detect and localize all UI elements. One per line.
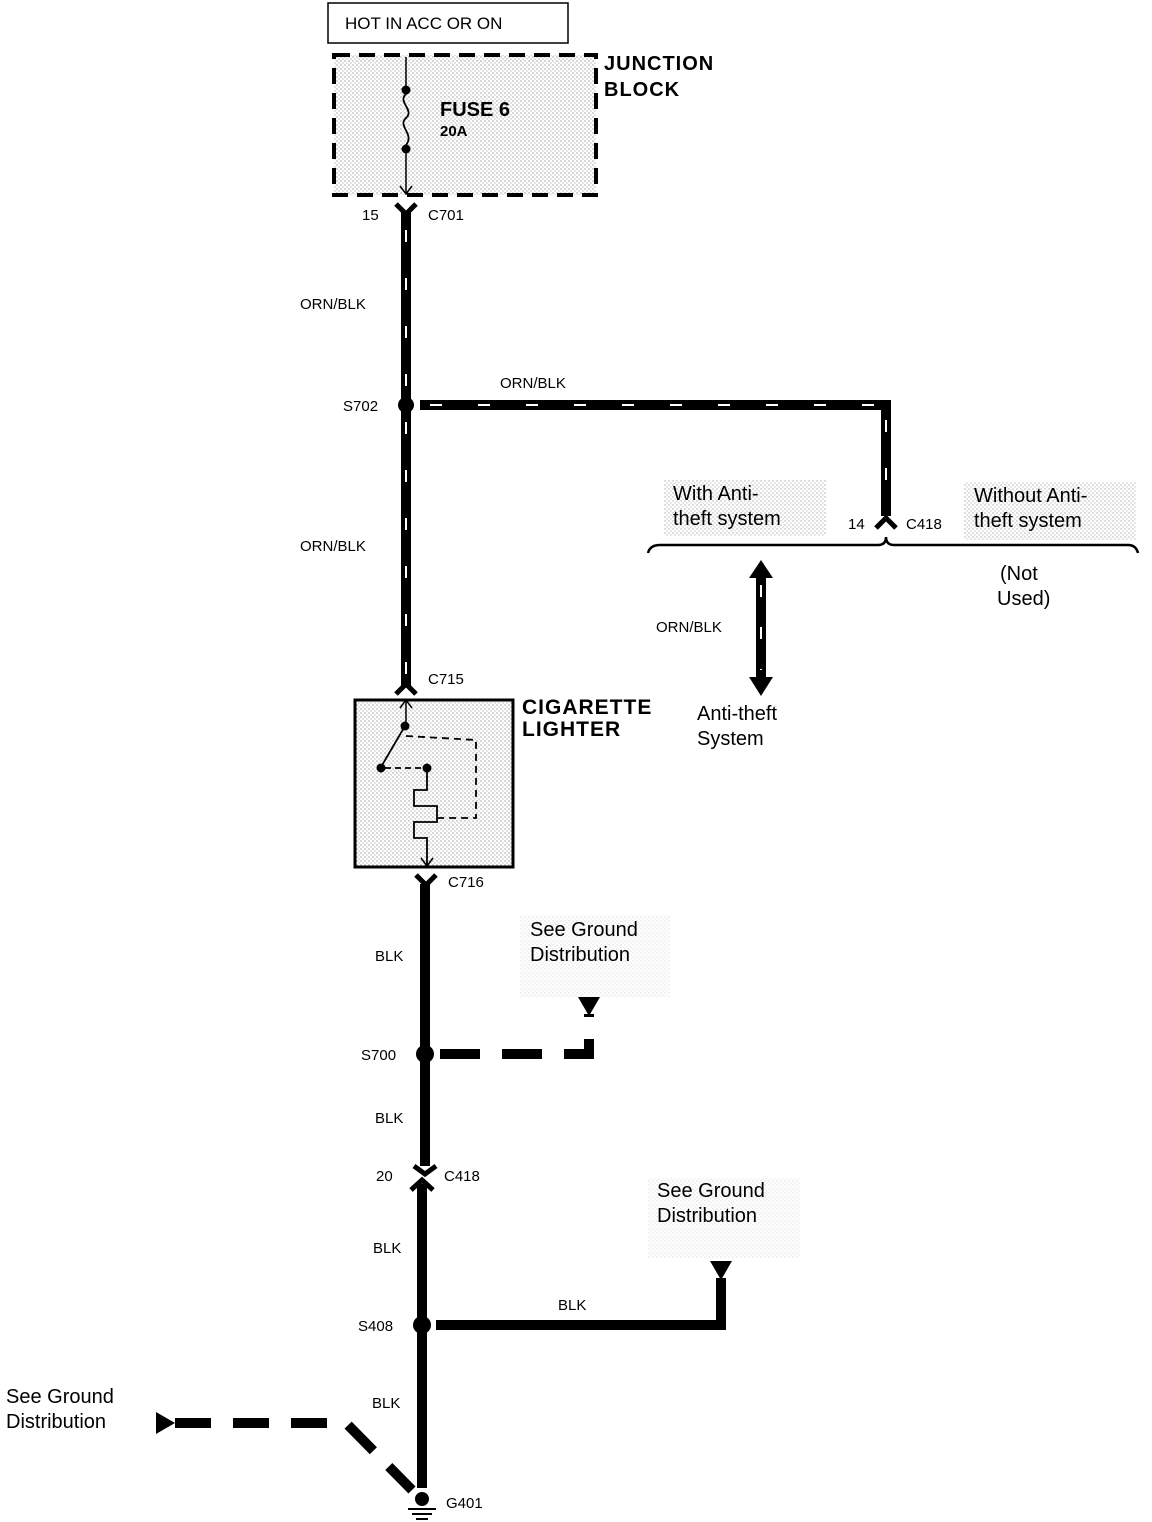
cigarette-lighter [353, 698, 515, 869]
antitheft-wire [749, 560, 773, 696]
antitheft-label-1: Anti-theft [697, 703, 777, 725]
ground-ref-3-line1: See Ground [6, 1386, 114, 1408]
wire-label-blk-1: BLK [375, 948, 403, 965]
without-antitheft-2: theft system [974, 510, 1082, 532]
not-used-1: (Not [1000, 563, 1038, 585]
wire-label-orn-blk-1: ORN/BLK [300, 296, 366, 313]
power-source-box: HOT IN ACC OR ON [327, 2, 569, 44]
component-label-2: LIGHTER [522, 718, 621, 741]
s702-label: S702 [343, 398, 378, 415]
c715-name: C715 [428, 671, 464, 688]
splice-s700: S700 [361, 1014, 594, 1064]
splice-s702: S702 [343, 397, 414, 415]
option-bracket [646, 536, 1140, 554]
ground-ref-2-line2: Distribution [657, 1205, 757, 1227]
ground-g401: G401 [408, 1492, 483, 1520]
wire-label-blk-4: BLK [558, 1297, 586, 1314]
component-label-1: CIGARETTE [522, 696, 652, 719]
c701-pin: 15 [362, 207, 379, 224]
not-used-2: Used) [997, 588, 1050, 610]
ground-ref-1: See Ground Distribution [520, 915, 670, 1016]
ground-ref-1-line2: Distribution [530, 944, 630, 966]
wire-label-blk-5: BLK [372, 1395, 400, 1412]
wire-label-blk-2: BLK [375, 1110, 403, 1127]
option-with-antitheft: With Anti- theft system [664, 480, 826, 536]
junction-block-title-1: JUNCTION [604, 53, 714, 75]
ground-ref-2: See Ground Distribution [648, 1178, 800, 1280]
fuse-name: FUSE 6 [440, 99, 510, 121]
ground-ref-3: See Ground Distribution [6, 1386, 416, 1494]
fuse-symbol [399, 57, 413, 196]
wire-blk-main [417, 884, 430, 1488]
s408-label: S408 [358, 1318, 393, 1335]
without-antitheft-1: Without Anti- [974, 485, 1087, 507]
with-antitheft-2: theft system [673, 508, 781, 530]
connector-c418-bottom: 20 C418 [376, 1163, 480, 1192]
with-antitheft-1: With Anti- [673, 483, 759, 505]
option-without-antitheft: Without Anti- theft system [964, 482, 1136, 540]
wire-label-orn-blk-4: ORN/BLK [656, 619, 722, 636]
c418-bottom-pin: 20 [376, 1168, 393, 1185]
c418-top-name: C418 [906, 516, 942, 533]
ground-ref-3-line2: Distribution [6, 1411, 106, 1433]
wire-orn-blk-branch [420, 400, 891, 516]
splice-s408: S408 [358, 1278, 726, 1335]
g401-label: G401 [446, 1495, 483, 1512]
ground-ref-2-line1: See Ground [657, 1180, 765, 1202]
c418-top-pin: 14 [848, 516, 865, 533]
wire-label-orn-blk-3: ORN/BLK [300, 538, 366, 555]
junction-block-title-2: BLOCK [604, 79, 680, 101]
connector-c418-top: 14 C418 [848, 514, 942, 533]
fuse-rating: 20A [440, 123, 468, 140]
ground-ref-1-line1: See Ground [530, 919, 638, 941]
power-source-label: HOT IN ACC OR ON [345, 14, 502, 33]
connector-c701: 15 C701 [362, 202, 464, 224]
wire-label-blk-3: BLK [373, 1240, 401, 1257]
junction-block: JUNCTION BLOCK FUSE 6 20A [332, 53, 714, 197]
wire-label-orn-blk-2: ORN/BLK [500, 375, 566, 392]
antitheft-label-2: System [697, 728, 764, 750]
connector-c715: C715 [394, 671, 464, 696]
s700-label: S700 [361, 1047, 396, 1064]
c716-name: C716 [448, 874, 484, 891]
c701-name: C701 [428, 207, 464, 224]
c418-bottom-name: C418 [444, 1168, 480, 1185]
